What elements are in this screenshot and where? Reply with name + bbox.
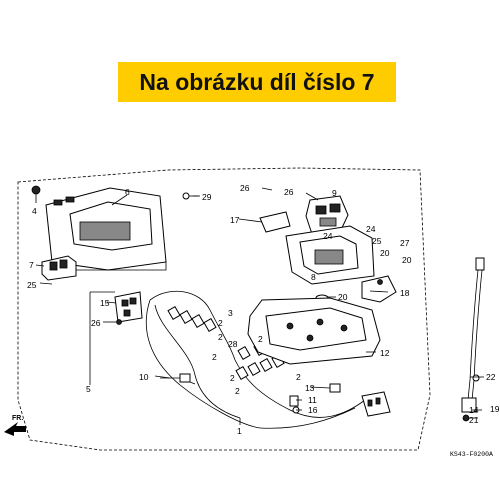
callout: 7 bbox=[29, 260, 34, 270]
callout: 6 bbox=[125, 187, 130, 197]
switch-block-7 bbox=[41, 255, 77, 281]
callout: 24 bbox=[366, 224, 376, 234]
leader-lines bbox=[35, 187, 484, 425]
part-number-banner: Na obrázku díl číslo 7 bbox=[118, 62, 396, 102]
callout: 2 bbox=[212, 352, 217, 362]
harness-plug bbox=[361, 391, 391, 417]
callout: 2 bbox=[235, 386, 240, 396]
front-direction-label: FR. bbox=[12, 415, 23, 422]
callout: 25 bbox=[27, 280, 37, 290]
callout: 25 bbox=[372, 236, 382, 246]
switch-10 bbox=[305, 195, 349, 235]
callout: 20 bbox=[380, 248, 390, 258]
callout: 8 bbox=[311, 272, 316, 282]
bulb-13 bbox=[289, 395, 299, 407]
cover-15 bbox=[361, 275, 397, 303]
tab-14 bbox=[259, 211, 291, 233]
callout-labels: 4 6 7 25 15 26 5 29 26 26 9 17 24 24 25 … bbox=[27, 183, 500, 436]
nut-4 bbox=[31, 185, 41, 195]
speedometer-cable bbox=[461, 257, 485, 422]
front-direction-arrow bbox=[4, 422, 26, 436]
callout: 21 bbox=[469, 415, 479, 425]
callout: 27 bbox=[400, 238, 410, 248]
top-cover-6 bbox=[45, 187, 167, 271]
diagram-code: KS43-F0200A bbox=[450, 451, 493, 458]
callout: 2 bbox=[296, 372, 301, 382]
callout: 26 bbox=[240, 183, 250, 193]
wire-harness bbox=[145, 291, 366, 429]
callout: 9 bbox=[332, 188, 337, 198]
callout: 19 bbox=[490, 404, 500, 414]
callout: 20 bbox=[338, 292, 348, 302]
callout: 1 bbox=[237, 426, 242, 436]
callout: 24 bbox=[323, 231, 333, 241]
callout: 14 bbox=[469, 405, 479, 415]
callout: 2 bbox=[258, 334, 263, 344]
callout: 3 bbox=[228, 308, 233, 318]
callout: 29 bbox=[202, 192, 212, 202]
clip-16 bbox=[329, 383, 341, 393]
callout: 13 bbox=[305, 383, 315, 393]
callout: 28 bbox=[228, 339, 238, 349]
meter-case-12 bbox=[247, 297, 381, 365]
callout: 26 bbox=[91, 318, 101, 328]
callout: 10 bbox=[139, 372, 149, 382]
panel-8 bbox=[285, 225, 375, 285]
callout: 15 bbox=[100, 298, 110, 308]
callout: 2 bbox=[218, 332, 223, 342]
banner-text: Na obrázku díl číslo 7 bbox=[139, 68, 375, 95]
connector-11 bbox=[160, 373, 196, 385]
callout: 2 bbox=[230, 373, 235, 383]
callout: 18 bbox=[400, 288, 410, 298]
callout: 11 bbox=[308, 395, 317, 405]
callout: 26 bbox=[284, 187, 294, 197]
callout: 17 bbox=[230, 215, 240, 225]
callout: 20 bbox=[402, 255, 412, 265]
callout: 22 bbox=[486, 372, 496, 382]
callout: 5 bbox=[86, 384, 91, 394]
bracket-9 bbox=[114, 291, 143, 323]
callout: 4 bbox=[32, 206, 37, 216]
callout: 12 bbox=[380, 348, 390, 358]
callout: 2 bbox=[218, 318, 223, 328]
callout: 16 bbox=[308, 405, 318, 415]
